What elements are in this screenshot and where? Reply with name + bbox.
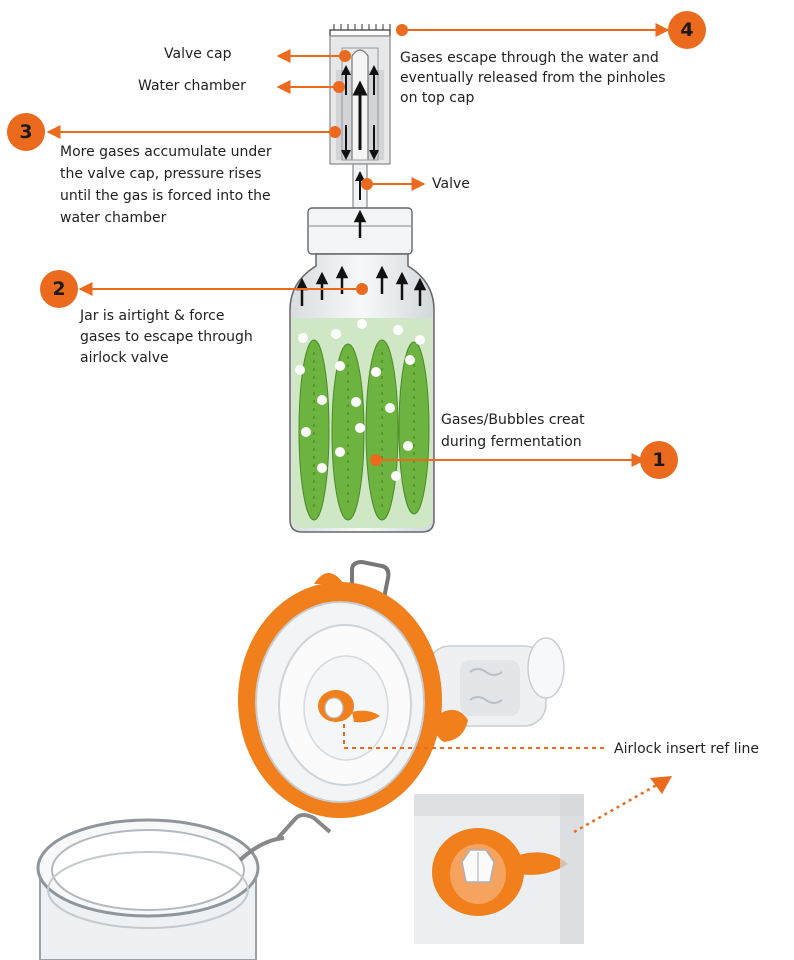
callout-badge-4: 4 — [668, 11, 706, 49]
callout-badge-2: 2 — [40, 270, 78, 308]
fermentation-jar — [289, 207, 435, 533]
reference-arrow — [573, 776, 672, 834]
callout-badge-1: 1 — [640, 441, 678, 479]
airlock-valve — [329, 24, 391, 209]
valve-label: Valve — [432, 176, 470, 192]
callout-4-text: Gases escape through the water and event… — [400, 48, 666, 108]
callout-3-line: the valve cap, pressure rises — [60, 166, 262, 182]
callout-1-line: during fermentation — [441, 434, 582, 450]
swing-top-lid-illustration — [238, 559, 608, 840]
airlock-insert-ref-label: Airlock insert ref line — [614, 741, 760, 757]
callout-2-line: Jar is airtight & force — [80, 308, 225, 324]
callout-4-line: Gases escape through the water and — [400, 50, 659, 66]
open-glass-jar — [36, 818, 285, 960]
callout-pointers — [46, 23, 670, 467]
callout-2-line: airlock valve — [80, 350, 169, 366]
callout-4-line: eventually released from the pinholes — [400, 70, 666, 86]
callout-1-text: Gases/Bubbles creat during fermentation — [441, 409, 585, 453]
water-chamber-label: Water chamber — [138, 78, 246, 94]
callout-3-line: until the gas is forced into the — [60, 188, 271, 204]
callout-2-line: gases to escape through — [80, 329, 253, 345]
callout-2-text: Jar is airtight & force gases to escape … — [80, 306, 253, 369]
callout-3-line: More gases accumulate under — [60, 144, 272, 160]
callout-3-line: water chamber — [60, 210, 167, 226]
callout-4-line: on top cap — [400, 90, 475, 106]
callout-1-line: Gases/Bubbles creat — [441, 412, 585, 428]
callout-3-text: More gases accumulate under the valve ca… — [60, 141, 272, 229]
airlock-insert-closeup — [414, 794, 584, 944]
valve-cap-label: Valve cap — [164, 46, 232, 62]
callout-badge-3: 3 — [7, 113, 45, 151]
